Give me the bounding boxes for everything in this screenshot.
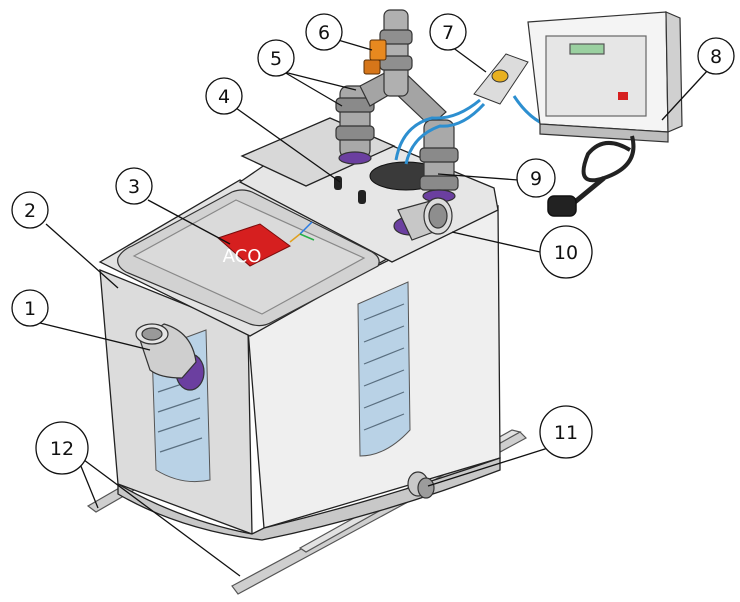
svg-text:2: 2	[24, 200, 36, 222]
svg-text:7: 7	[442, 22, 454, 44]
axis-marker	[289, 221, 315, 243]
callout-7: 7	[429, 13, 467, 51]
drain-valve	[407, 471, 435, 499]
svg-text:5: 5	[270, 48, 282, 70]
gate-valve	[363, 39, 387, 75]
callout-5: 5	[257, 39, 295, 77]
callout-1: 1	[11, 289, 49, 327]
logo-text: ACO	[223, 246, 262, 267]
pressure-pipework	[335, 9, 459, 203]
callout-2: 2	[11, 191, 49, 229]
callout-8: 8	[697, 37, 735, 75]
svg-text:9: 9	[530, 168, 542, 190]
svg-text:10: 10	[554, 242, 578, 264]
callout-9: 9	[516, 158, 556, 198]
leader-lines	[39, 39, 709, 577]
svg-text:8: 8	[710, 46, 722, 68]
control-panel	[527, 11, 683, 143]
outlet-pipe	[393, 197, 453, 241]
callout-11: 11	[539, 405, 593, 459]
aco-logo: ACO	[217, 223, 291, 267]
callout-4: 4	[205, 77, 243, 115]
level-sensor	[473, 53, 529, 105]
callout-3: 3	[115, 167, 153, 205]
svg-text:3: 3	[128, 176, 140, 198]
svg-text:12: 12	[50, 438, 74, 460]
power-plug	[547, 135, 636, 217]
svg-text:4: 4	[218, 86, 230, 108]
inlet-elbow	[135, 323, 205, 391]
callout-6: 6	[305, 13, 343, 51]
svg-text:1: 1	[24, 298, 36, 320]
callout-10: 10	[539, 225, 593, 279]
svg-text:11: 11	[554, 422, 578, 444]
callouts: 1 2 3 4 5 6 7 8	[11, 13, 735, 475]
svg-text:6: 6	[318, 22, 330, 44]
sight-window-right	[357, 281, 411, 457]
callout-12: 12	[35, 421, 89, 475]
